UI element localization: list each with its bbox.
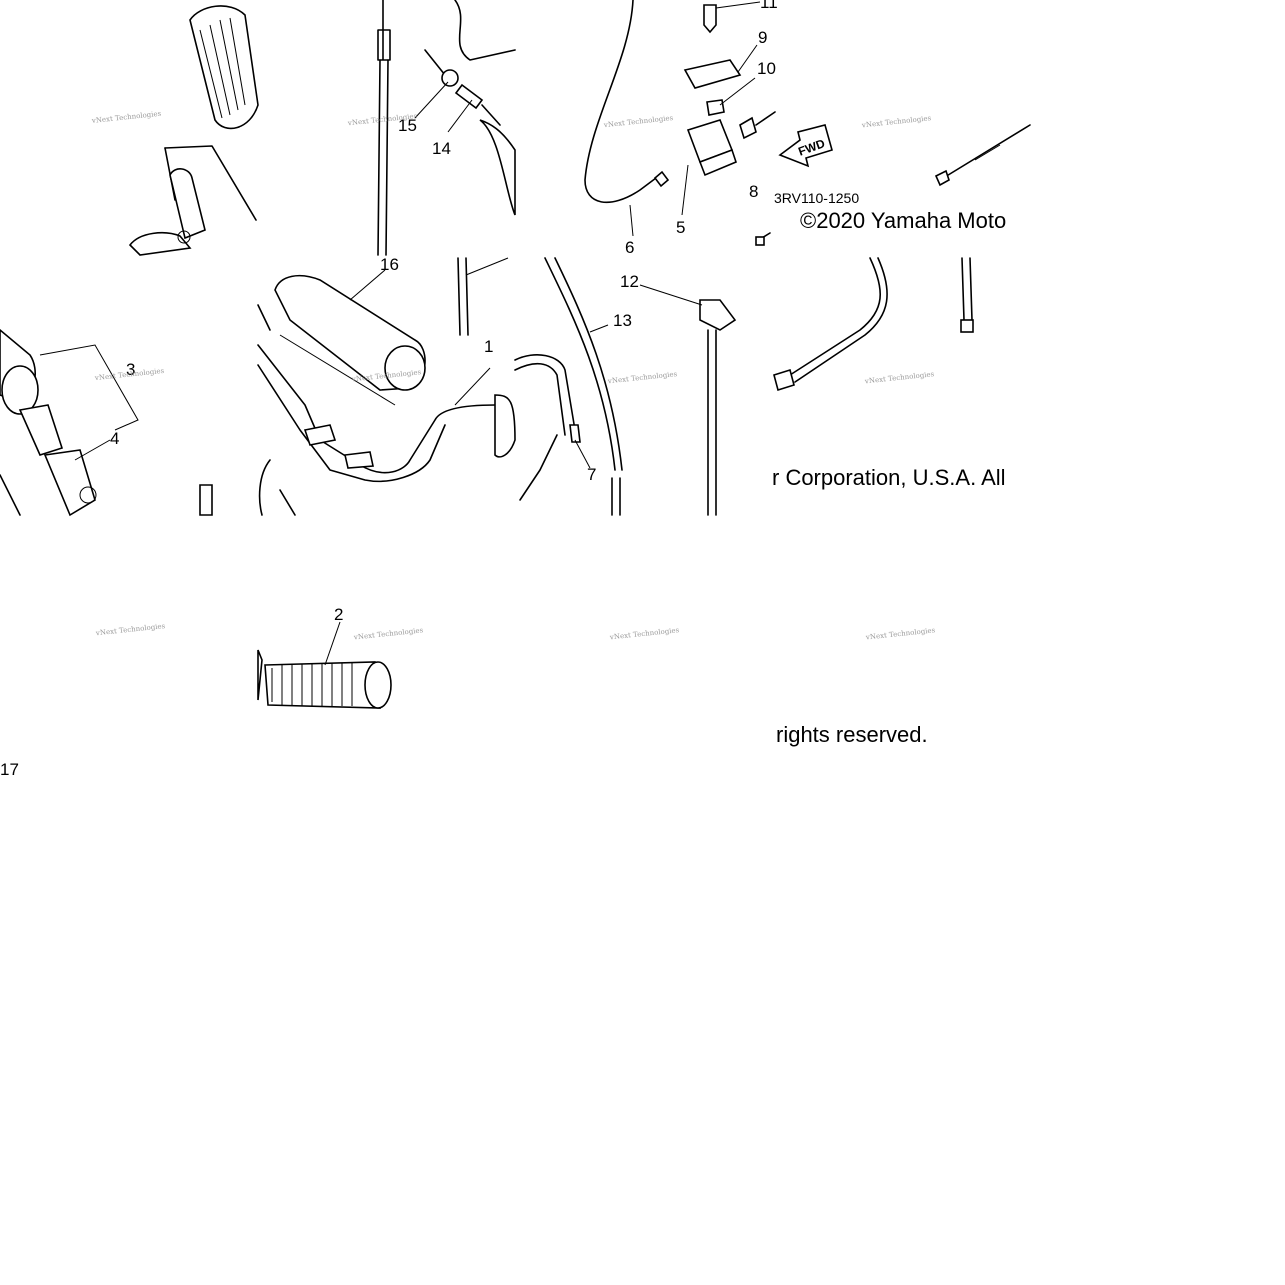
callout-13: 13	[613, 311, 632, 330]
grip-assembly-upper-left	[128, 5, 259, 256]
watermark: vNext Technologies	[864, 370, 935, 385]
grip-assembly-lower	[257, 621, 392, 709]
part-code: 3RV110-1250	[774, 190, 859, 206]
brake-cable-upper	[755, 124, 1031, 246]
callout-5: 5	[676, 218, 685, 237]
callout-15: 15	[398, 116, 417, 135]
watermark: vNext Technologies	[861, 114, 932, 129]
callout-2: 2	[334, 605, 343, 624]
grip-assembly-middle-left	[0, 328, 213, 517]
edge-fragment: 17	[0, 760, 19, 779]
watermark: vNext Technologies	[91, 110, 162, 125]
callout-11: 11	[760, 0, 778, 12]
callout-10: 10	[757, 59, 776, 78]
callout-7: 7	[587, 465, 596, 484]
callout-1: 1	[484, 337, 493, 356]
callout-16: 16	[380, 255, 399, 274]
watermark: vNext Technologies	[607, 370, 678, 385]
copyright-line-2: r Corporation, U.S.A. All	[772, 465, 1006, 490]
callout-numbers: 1 2 3 4 5 6 7 8 9 10 11 12 13 14 15 16 1…	[0, 0, 778, 779]
callout-3: 3	[126, 360, 135, 379]
callout-9: 9	[758, 28, 767, 47]
watermark: vNext Technologies	[95, 622, 166, 637]
callout-12: 12	[620, 272, 639, 291]
cable-routing-middle	[514, 257, 737, 516]
callout-6: 6	[625, 238, 634, 257]
watermark: vNext Technologies	[603, 114, 674, 129]
copyright-line-1: ©2020 Yamaha Moto	[800, 208, 1006, 233]
starter-switch-assembly	[584, 0, 776, 237]
forward-direction-arrow: FWD	[778, 124, 833, 168]
callout-8: 8	[749, 182, 758, 201]
watermark: vNext Technologies	[353, 626, 424, 641]
handlebar-and-pad	[257, 257, 516, 516]
throttle-cable-upper	[377, 0, 516, 256]
copyright-line-3: rights reserved.	[776, 722, 928, 747]
cable-routing-right	[773, 257, 974, 392]
watermark: vNext Technologies	[865, 626, 936, 641]
callout-14: 14	[432, 139, 451, 158]
watermark: vNext Technologies	[609, 626, 680, 641]
callout-4: 4	[110, 429, 119, 448]
